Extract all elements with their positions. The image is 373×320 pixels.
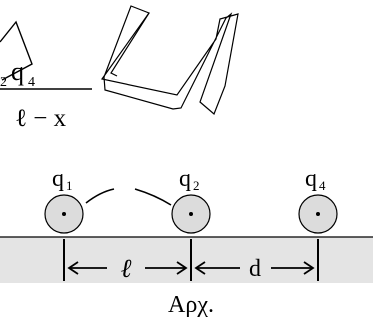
charge-q2: q 2 <box>171 166 211 234</box>
arrowhead-right <box>176 261 188 275</box>
charge-label: q <box>52 166 64 192</box>
arrowhead-left <box>194 261 206 275</box>
lightning-outline <box>100 5 239 116</box>
charge-center-dot <box>316 212 320 216</box>
lightning-outline-inner <box>110 12 150 77</box>
arrowhead-left <box>67 261 79 275</box>
formula-numerator-subscript: 4 <box>28 75 35 90</box>
formula-partial-subscript: 2 <box>0 75 7 90</box>
formula-numerator-q: q <box>11 57 24 86</box>
figure-caption: Aρχ. <box>168 292 214 318</box>
charge-q1: q 1 <box>44 166 84 234</box>
charge-center-dot <box>189 212 193 216</box>
charge-subscript: 1 <box>66 178 73 193</box>
connector-arc-left <box>85 188 115 204</box>
dimension-label-ell: ℓ <box>121 254 132 283</box>
formula: 2 q 4 ℓ − x <box>0 20 92 132</box>
dimension-d: d <box>194 256 315 282</box>
charge-label: q <box>179 166 191 192</box>
arrowhead-right <box>303 261 315 275</box>
charge-center-dot <box>62 212 66 216</box>
formula-cropped-stroke <box>0 20 33 81</box>
ground-strip <box>0 237 373 283</box>
charge-subscript: 2 <box>193 178 200 193</box>
connector-arc-right <box>134 188 172 206</box>
formula-denominator: ℓ − x <box>15 105 67 132</box>
dimension-ell: ℓ <box>67 254 188 283</box>
charge-label: q <box>305 166 317 192</box>
charge-subscript: 4 <box>319 178 326 193</box>
charge-q4: q 4 <box>298 166 338 234</box>
dimension-label-d: d <box>249 256 261 282</box>
